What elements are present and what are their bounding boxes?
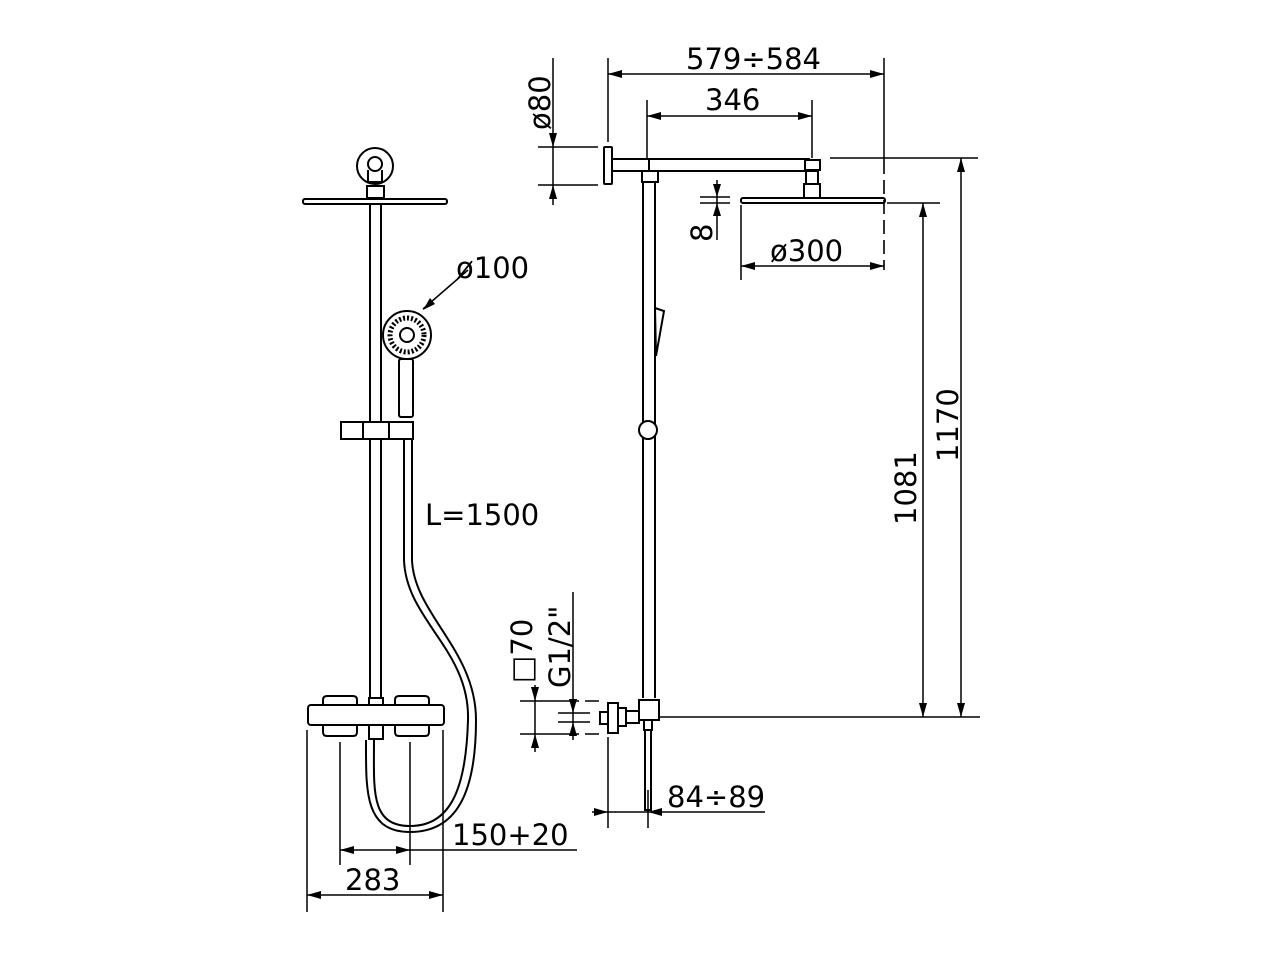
side-view: 579÷584 346 ø80 8 ø300 1081 <box>505 42 980 828</box>
mixer-connector-side <box>599 699 660 811</box>
hose-length: L=1500 <box>425 498 539 532</box>
total-height: 1170 <box>931 388 965 462</box>
slider-knob <box>638 420 658 440</box>
slide-holder-icon <box>340 421 414 440</box>
hose <box>372 439 470 828</box>
head-connector-icon <box>356 147 394 199</box>
rain-head-side <box>740 197 886 204</box>
inlet-centres: 150+20 <box>452 818 569 852</box>
hand-shower-diameter: ø100 <box>456 251 529 285</box>
head-diameter: ø300 <box>770 234 843 268</box>
mixer-width: 283 <box>345 863 400 897</box>
hand-shower-icon <box>382 310 432 418</box>
escutcheon-size: □70 <box>505 619 539 683</box>
head-thickness: 8 <box>685 224 719 242</box>
rain-head-front <box>302 198 448 205</box>
hand-shower-side <box>653 306 666 357</box>
shower-arm <box>611 158 821 200</box>
thread-size: G1/2" <box>543 606 577 688</box>
wall-flange <box>603 146 613 185</box>
arm-length: 346 <box>705 83 760 117</box>
front-view: ø100 L=1500 150+20 283 <box>302 147 577 912</box>
wall-flange-diameter: ø80 <box>523 75 557 130</box>
overall-projection: 579÷584 <box>686 42 821 76</box>
thermostatic-mixer-front <box>307 695 445 740</box>
wall-offset: 84÷89 <box>667 780 765 814</box>
head-height: 1081 <box>889 451 923 525</box>
